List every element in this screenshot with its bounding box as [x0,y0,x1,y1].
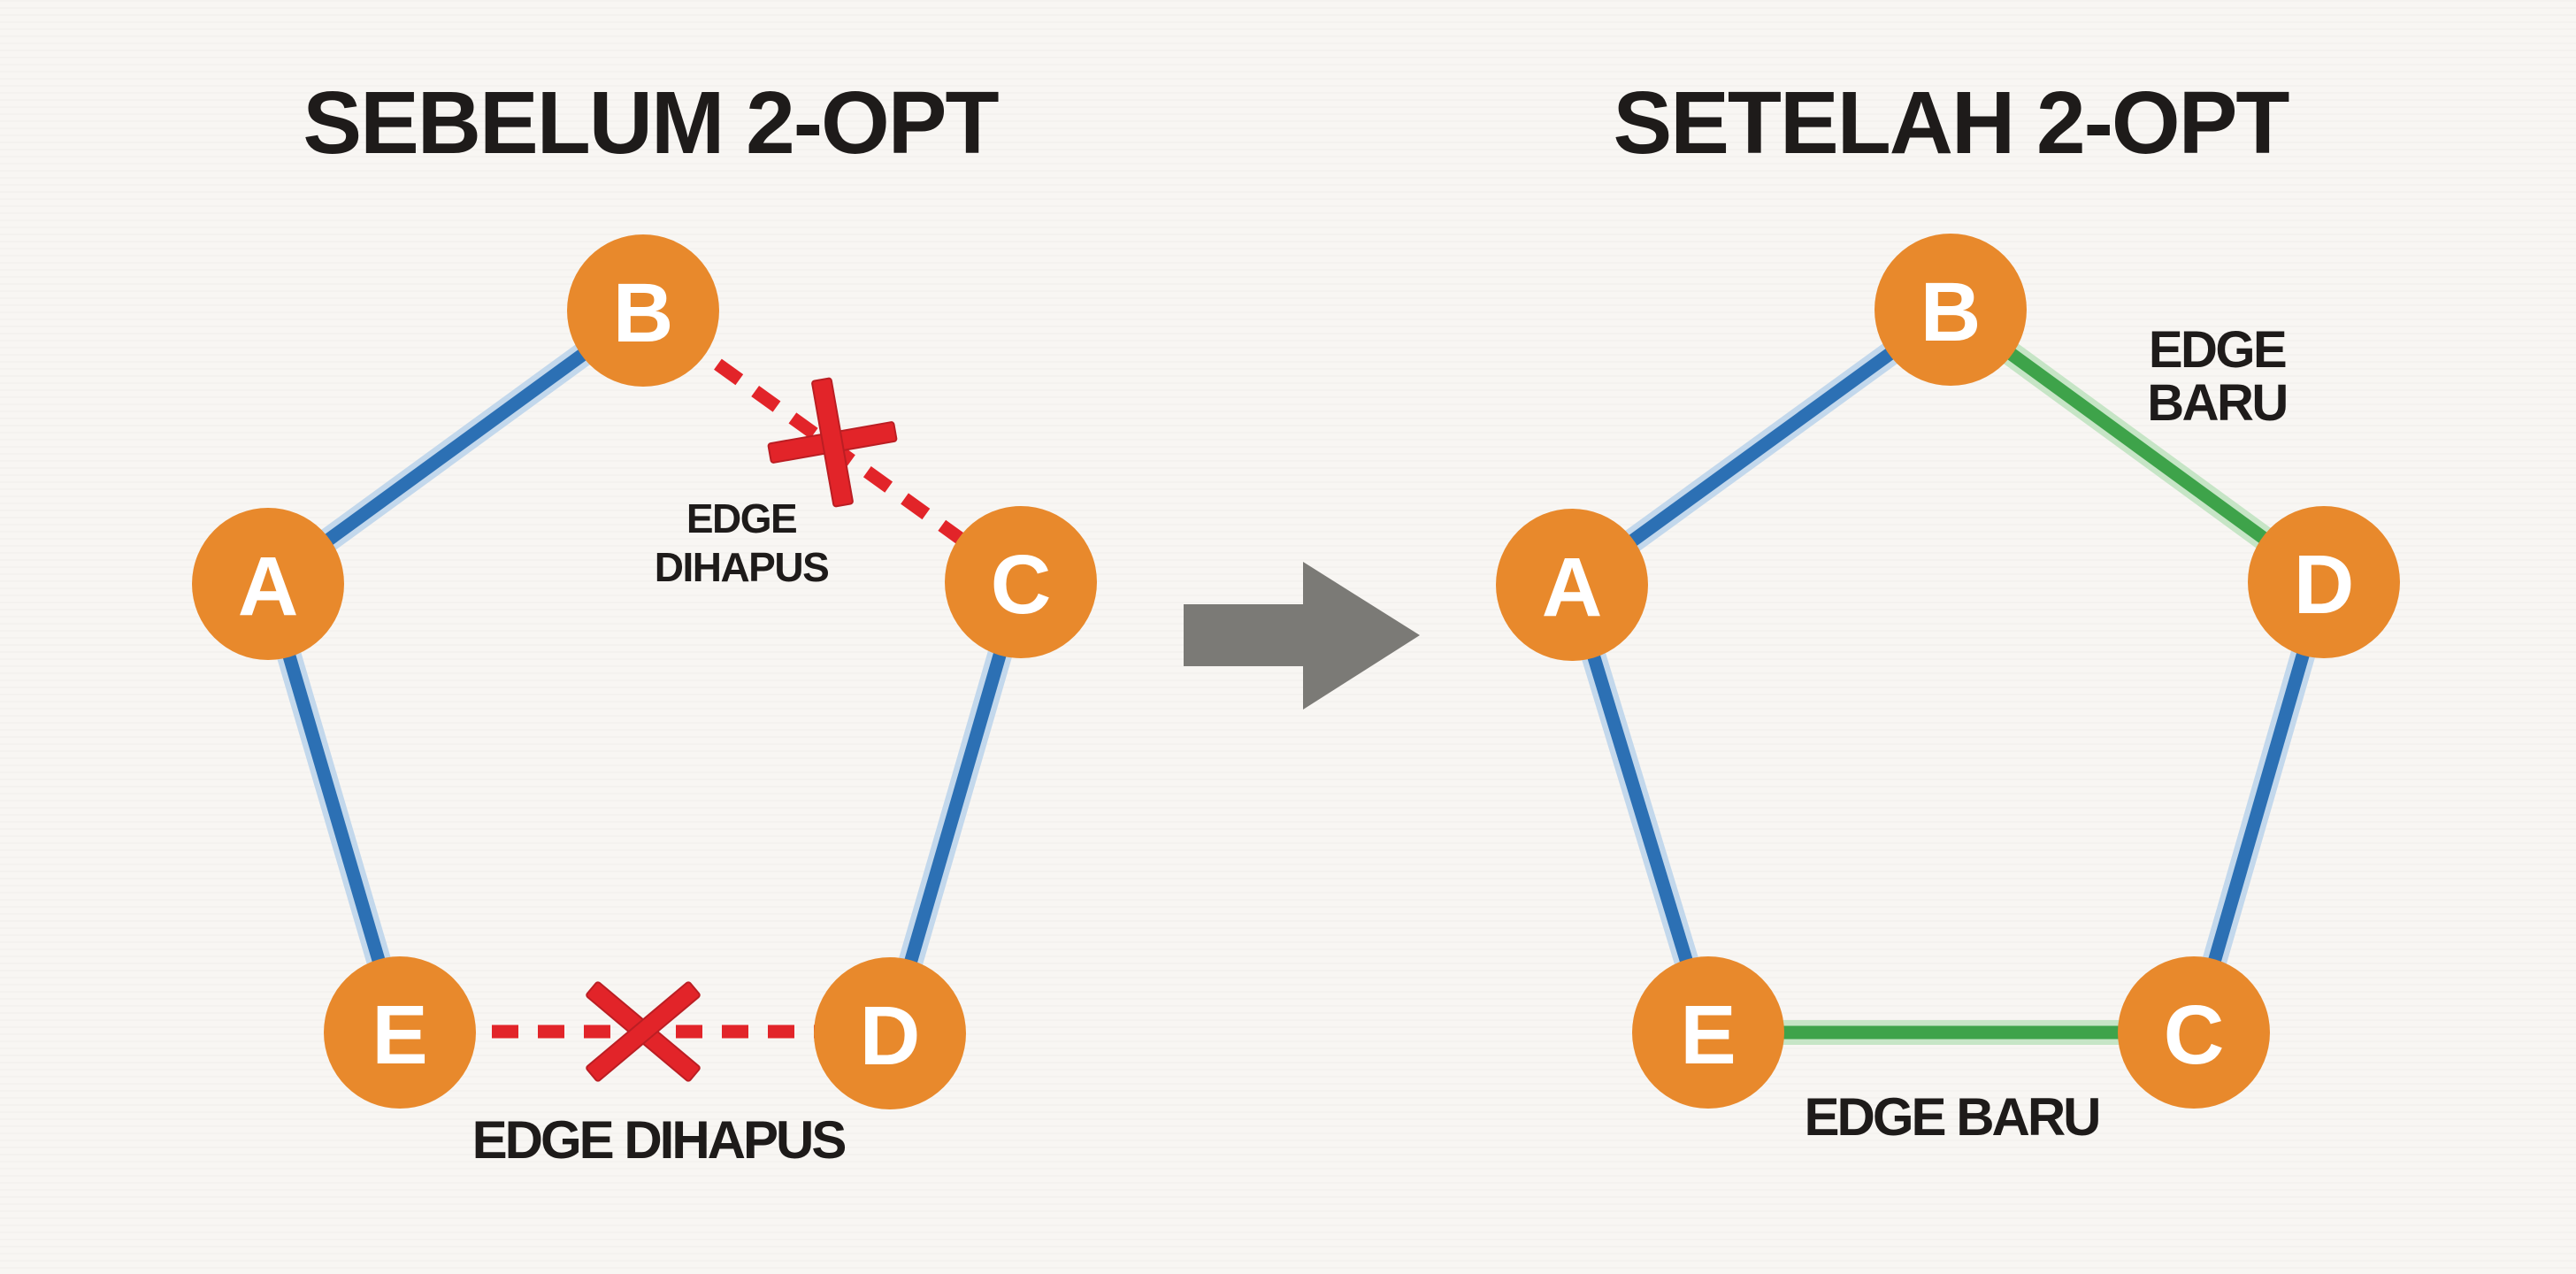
node-label: B [1920,265,1982,359]
left-panel-title: SEBELUM 2-OPT [303,73,999,173]
node-right-d: D [2248,506,2400,658]
node-left-d: D [814,957,966,1109]
node-label: D [860,989,921,1083]
removed-edge-label-line1: EDGE [686,495,796,541]
node-label: C [2164,988,2225,1082]
edge-left-a-e [261,581,407,1035]
x-mark-icon [586,981,701,1082]
new-edge-label-line1: EDGE [2149,321,2286,379]
node-label: A [238,540,299,633]
node-right-e: E [1632,956,1784,1109]
right-panel-title: SETELAH 2-OPT [1614,73,2290,173]
right-arrow-icon [1184,562,1420,710]
node-left-b: B [567,234,719,387]
node-left-e: E [324,956,476,1109]
edge-left-c-d [883,579,1028,1036]
new-edge-right-b-d [1946,303,2328,588]
new-edge-label-bottom: EDGE BARU [1804,1087,2098,1147]
node-label: E [372,988,427,1082]
edge-right-a-b [1568,303,1955,591]
edge-right-d-c [2187,579,2331,1035]
left-graph: A B C D E EDGE DIHAPUS EDGE DIHAPUS [192,234,1097,1170]
node-right-c: C [2118,956,2270,1109]
node-label: D [2294,538,2355,632]
new-edge-label-line2: BARU [2147,374,2287,432]
node-label: C [991,538,1052,632]
node-label: A [1542,541,1603,634]
node-right-a: A [1496,509,1648,661]
removed-edge-label-line2: DIHAPUS [655,544,829,590]
node-left-a: A [192,508,344,660]
right-graph: A B D E C EDGE BARU EDGE BARU [1496,234,2400,1147]
node-right-b: B [1874,234,2027,386]
node-left-c: C [945,506,1097,658]
x-mark-icon [767,377,898,508]
node-label: B [613,266,674,360]
edge-right-a-e [1565,582,1715,1035]
node-label: E [1680,988,1736,1082]
removed-edge-label-bottom: EDGE DIHAPUS [472,1110,846,1170]
edge-left-a-b [264,304,648,590]
